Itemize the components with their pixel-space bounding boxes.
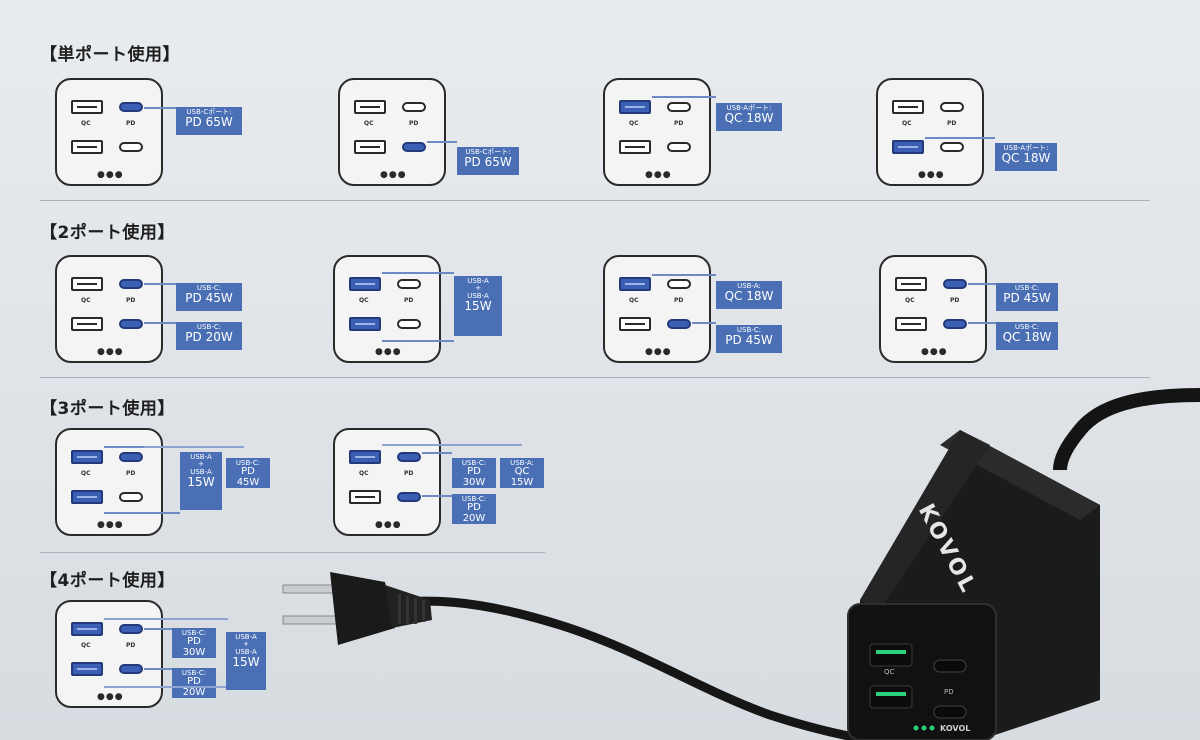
device-pd-label: PD bbox=[944, 688, 954, 696]
device-brand-small: KOVOL bbox=[940, 724, 971, 733]
charger-diagram: QC PD ●●● bbox=[879, 255, 989, 365]
charger-diagram: QC PD ●●● bbox=[333, 255, 443, 365]
charger-diagram: QC PD ●●● bbox=[603, 255, 713, 365]
charger-device bbox=[847, 430, 1100, 740]
section-title-three-ports: 【3ポート使用】 bbox=[40, 399, 175, 419]
usb-c-port bbox=[119, 102, 143, 112]
port-output-tag: USB-Cポート:PD 65W bbox=[176, 107, 242, 135]
divider bbox=[40, 377, 1150, 378]
port-output-tag: USB-A:QC 15W bbox=[500, 458, 544, 488]
port-output-tag: USB-C:PD 20W bbox=[452, 494, 496, 524]
section-title-single-port: 【単ポート使用】 bbox=[40, 45, 180, 65]
port-output-tag: USB-C:PD 20W bbox=[172, 668, 216, 698]
port-output-tag: USB-C:QC 18W bbox=[996, 322, 1058, 350]
plug-icon bbox=[282, 572, 432, 645]
charger-diagram: QC PD ●●● bbox=[55, 255, 165, 365]
port-output-tag: USB-C:PD 30W bbox=[172, 628, 216, 658]
port-output-tag: USB-A:QC 18W bbox=[716, 281, 782, 309]
port-output-tag: USB-Aポート:QC 18W bbox=[995, 143, 1057, 171]
charger-diagram: QC PD ●●● bbox=[55, 78, 165, 188]
led-dots: ●●● bbox=[97, 170, 124, 180]
charger-diagram: QC PD ●●● bbox=[333, 428, 443, 538]
section-title-two-ports: 【2ポート使用】 bbox=[40, 223, 175, 243]
charger-diagram: QC PD ●●● bbox=[876, 78, 986, 188]
charger-diagram: QC PD ●●● bbox=[338, 78, 448, 188]
port-output-tag: USB-C:PD 45W bbox=[716, 325, 782, 353]
plug-cable bbox=[363, 596, 871, 740]
divider bbox=[40, 200, 1150, 201]
usb-a-port bbox=[71, 100, 103, 114]
usb-a-port bbox=[71, 140, 103, 154]
power-cable bbox=[1053, 388, 1200, 471]
divider bbox=[40, 552, 545, 553]
port-output-tag: USB-Cポート:PD 65W bbox=[457, 147, 519, 175]
device-qc-label: QC bbox=[884, 668, 895, 676]
port-output-tag: USB-C:PD 30W bbox=[452, 458, 496, 488]
usb-c-port bbox=[119, 142, 143, 152]
qc-label: QC bbox=[81, 120, 91, 127]
port-output-tag: USB-C:PD 45W bbox=[226, 458, 270, 488]
port-output-tag: USB-C:PD 45W bbox=[176, 283, 242, 311]
section-title-four-ports: 【4ポート使用】 bbox=[40, 571, 175, 591]
port-output-tag: USB-C:PD 20W bbox=[176, 322, 242, 350]
port-output-tag: USB-Aポート:QC 18W bbox=[716, 103, 782, 131]
port-output-tag: USB-C:PD 45W bbox=[996, 283, 1058, 311]
pd-label: PD bbox=[126, 120, 136, 127]
